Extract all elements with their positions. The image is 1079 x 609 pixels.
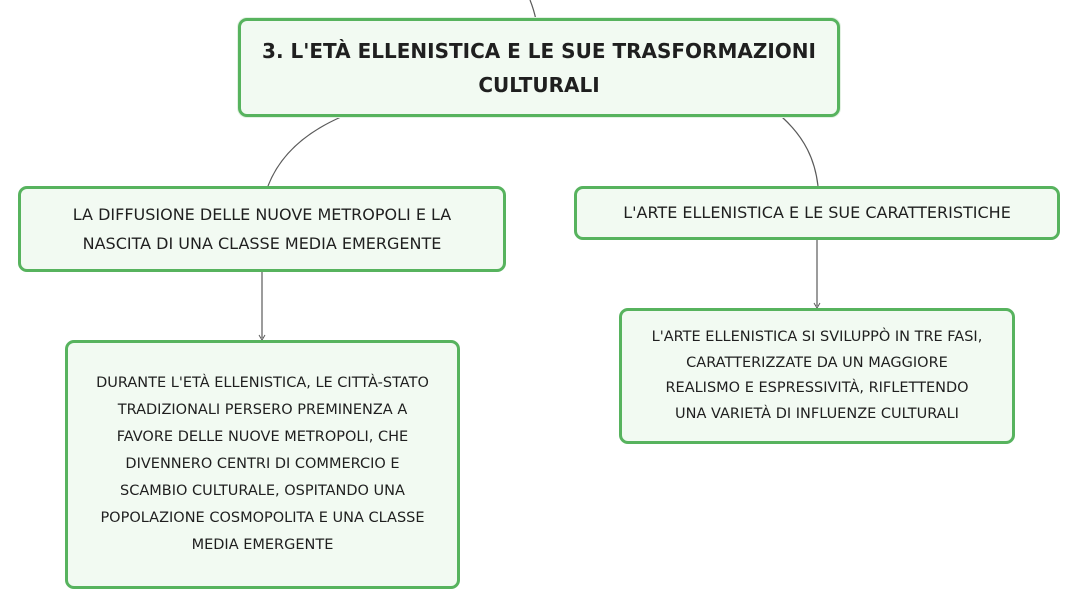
leaf-arte-label: L'ARTE ELLENISTICA SI SVILUPPÒ IN TRE FA… (651, 329, 983, 422)
root-topic-label: 3. L'ETÀ ELLENISTICA E LE SUE TRASFORMAZ… (262, 38, 816, 97)
branch-arte-label: L'ARTE ELLENISTICA E LE SUE CARATTERISTI… (623, 203, 1011, 222)
leaf-metropoli-label: DURANTE L'ETÀ ELLENISTICA, LE CITTÀ-STAT… (96, 375, 429, 553)
connector-root-to-branch-left (267, 116, 342, 187)
connector-root-to-branch-right (781, 116, 819, 187)
leaf-metropoli-node[interactable]: DURANTE L'ETÀ ELLENISTICA, LE CITTÀ-STAT… (65, 340, 460, 589)
branch-metropoli-node[interactable]: LA DIFFUSIONE DELLE NUOVE METROPOLI E LA… (18, 186, 506, 272)
branch-metropoli-label: LA DIFFUSIONE DELLE NUOVE METROPOLI E LA… (72, 205, 452, 253)
root-topic-node[interactable]: 3. L'ETÀ ELLENISTICA E LE SUE TRASFORMAZ… (238, 18, 840, 117)
leaf-arte-node[interactable]: L'ARTE ELLENISTICA SI SVILUPPÒ IN TRE FA… (619, 308, 1015, 444)
connector-parent-to-root (529, 0, 537, 21)
branch-arte-node[interactable]: L'ARTE ELLENISTICA E LE SUE CARATTERISTI… (574, 186, 1060, 240)
